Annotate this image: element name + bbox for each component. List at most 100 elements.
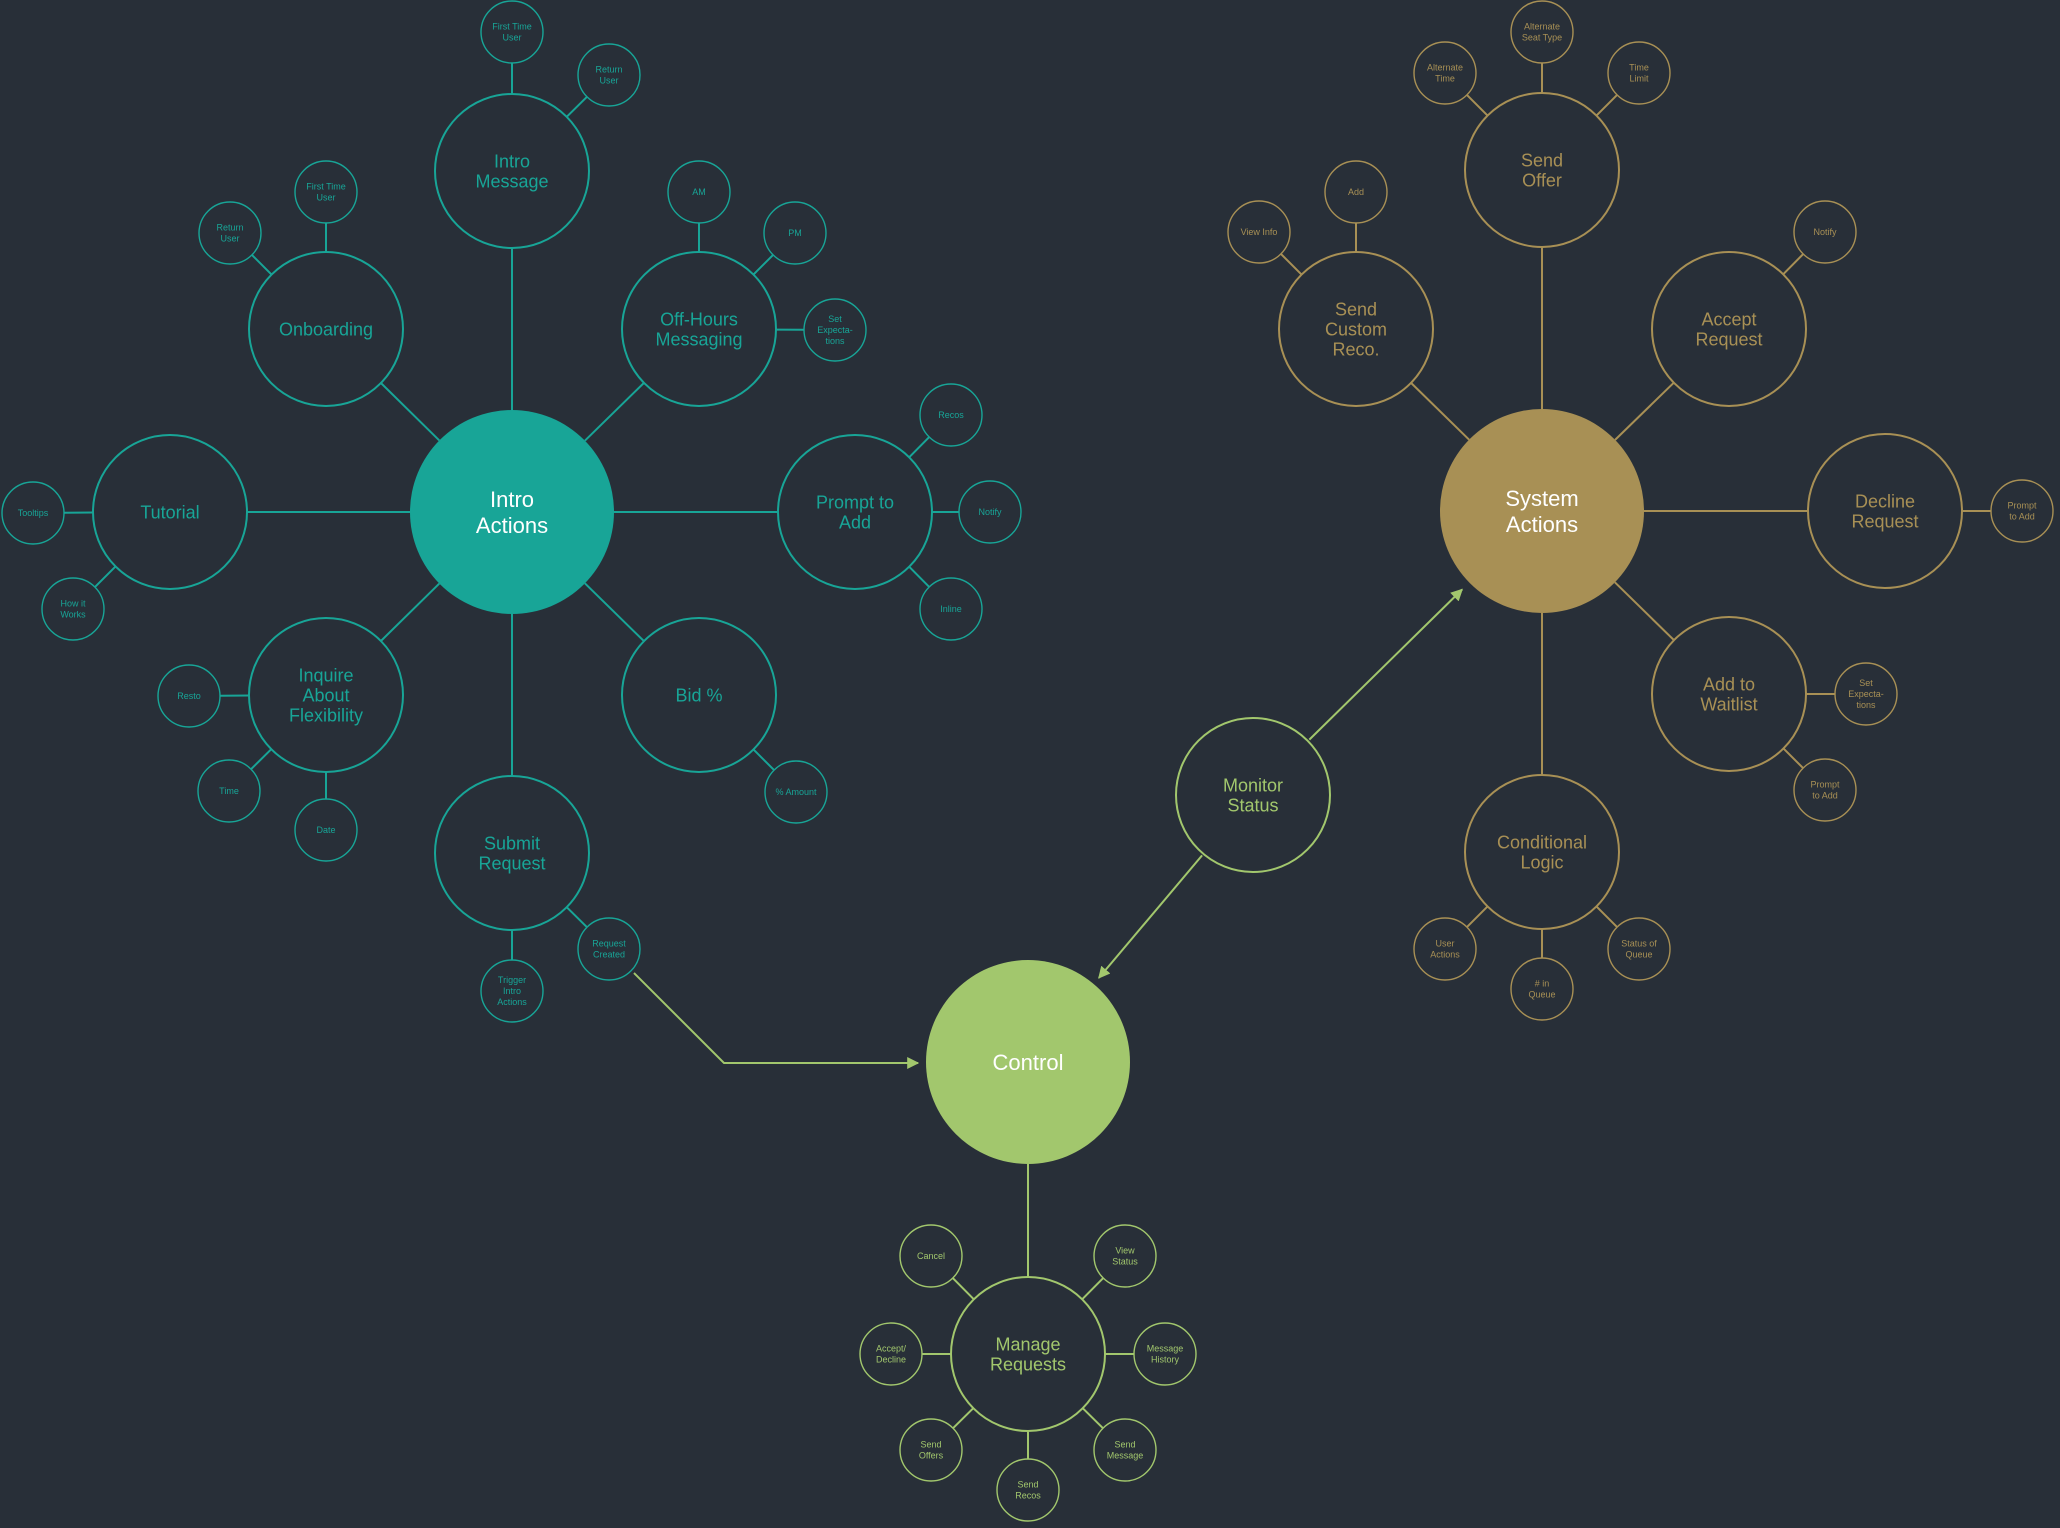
leaf-bid-circle: [764, 760, 828, 824]
connector-line: [94, 565, 117, 588]
leaf-off-hours: AM: [667, 160, 731, 224]
leaf-add-to-waitlist-label-line: to Add: [1812, 791, 1838, 801]
leaf-manage-requests-circle: [899, 1224, 963, 1288]
leaf-prompt-to-add: Recos: [919, 383, 983, 447]
branch-off-hours-label-line: Messaging: [655, 329, 742, 349]
leaf-intro-message-label-line: Return: [595, 65, 622, 75]
leaf-add-to-waitlist-label-line: Set: [1859, 678, 1873, 688]
connector-line: [752, 748, 775, 771]
connector-line: [566, 96, 588, 118]
connector-line: [584, 582, 645, 642]
leaf-submit-request-label-line: Request: [592, 939, 626, 949]
leaf-intro-message-circle: [577, 43, 641, 107]
connector-line: [908, 566, 930, 588]
connector-line: [1466, 94, 1489, 117]
leaf-submit-request-label-line: Actions: [497, 997, 527, 1007]
leaf-manage-requests-circle: [1093, 1418, 1157, 1482]
leaf-manage-requests-circle: [899, 1418, 963, 1482]
leaf-off-hours-label-line: Expecta-: [817, 325, 853, 335]
branch-bid: Bid %: [621, 617, 777, 773]
branch-accept-request-circle: [1651, 251, 1807, 407]
leaf-send-custom-reco-circle: [1324, 160, 1388, 224]
connector-line: [1466, 905, 1489, 928]
leaf-manage-requests-circle: [1133, 1322, 1197, 1386]
leaf-send-offer-label-line: Time: [1629, 63, 1649, 73]
leaf-add-to-waitlist-circle: [1834, 662, 1898, 726]
leaf-off-hours-circle: [803, 298, 867, 362]
branch-send-offer-label-line: Send: [1521, 150, 1563, 170]
leaf-off-hours-circle: [763, 201, 827, 265]
branch-intro-message-label-line: Message: [475, 171, 548, 191]
leaf-decline-request-label-line: Prompt: [2007, 501, 2037, 511]
leaf-prompt-to-add-circle: [919, 383, 983, 447]
leaf-inquire-circle: [197, 759, 261, 823]
branch-onboarding-label-line: Onboarding: [279, 319, 373, 339]
connector-line: [250, 748, 272, 770]
branch-intro-message-label-line: Intro: [494, 151, 530, 171]
connector-line: [1280, 253, 1303, 276]
leaf-tutorial-circle: [41, 577, 105, 641]
leaf-manage-requests: Cancel: [899, 1224, 963, 1288]
branch-manage-requests-circle: [950, 1276, 1106, 1432]
leaf-conditional-logic-circle: [1413, 917, 1477, 981]
branch-inquire-label-line: Inquire: [298, 665, 353, 685]
leaf-tutorial-circle: [1, 481, 65, 545]
connector-line: [251, 254, 273, 276]
connector-line: [908, 436, 930, 458]
leaf-manage-requests-label-line: Status: [1112, 1257, 1138, 1267]
branch-decline-request-circle: [1807, 433, 1963, 589]
leaf-bid: % Amount: [764, 760, 828, 824]
connector-line: [1595, 905, 1618, 928]
leaf-tutorial-label-line: Tooltips: [18, 508, 49, 518]
leaf-add-to-waitlist-label-line: Prompt: [1810, 780, 1840, 790]
leaf-manage-requests-label-line: Send: [1114, 1440, 1135, 1450]
leaf-send-offer-label-line: Alternate: [1524, 22, 1560, 32]
leaf-intro-message-circle: [480, 0, 544, 64]
connector-line: [1782, 747, 1804, 769]
hub-control-label-line: Control: [993, 1050, 1064, 1075]
leaf-manage-requests-label-line: History: [1151, 1355, 1180, 1365]
connector-line: [1410, 382, 1470, 441]
leaf-decline-request-circle: [1990, 479, 2054, 543]
leaf-conditional-logic-label-line: Queue: [1528, 990, 1555, 1000]
branch-accept-request-label-line: Accept: [1701, 309, 1756, 329]
branch-add-to-waitlist-circle: [1651, 616, 1807, 772]
leaf-tutorial-label-line: Works: [60, 610, 86, 620]
leaf-manage-requests-label-line: Recos: [1015, 1491, 1041, 1501]
hub-intro-label-line: Intro: [490, 487, 534, 512]
connector-line: [1082, 1407, 1104, 1429]
branch-send-custom-reco-label-line: Custom: [1325, 319, 1387, 339]
leaf-conditional-logic-label-line: User: [1435, 939, 1454, 949]
branch-decline-request-label-line: Decline: [1855, 491, 1915, 511]
connector-line: [952, 1277, 975, 1300]
leaf-intro-message-label-line: First Time: [492, 22, 532, 32]
leaf-send-offer-circle: [1413, 41, 1477, 105]
leaf-prompt-to-add-label-line: Notify: [978, 507, 1002, 517]
connector-line: [1614, 381, 1675, 441]
branch-tutorial-circle: [92, 434, 248, 590]
leaf-manage-requests-label-line: Accept/: [876, 1344, 907, 1354]
connector-line: [1614, 581, 1675, 641]
leaf-intro-message-label-line: User: [599, 76, 618, 86]
leaf-send-offer-label-line: Limit: [1629, 74, 1649, 84]
leaf-submit-request-circle: [480, 959, 544, 1023]
leaf-manage-requests-circle: [1093, 1224, 1157, 1288]
leaf-submit-request-label-line: Trigger: [498, 975, 526, 985]
leaf-manage-requests-label-line: Message: [1147, 1344, 1184, 1354]
leaf-bid-label-line: % Amount: [775, 787, 817, 797]
branch-inquire-label-line: About: [302, 685, 349, 705]
